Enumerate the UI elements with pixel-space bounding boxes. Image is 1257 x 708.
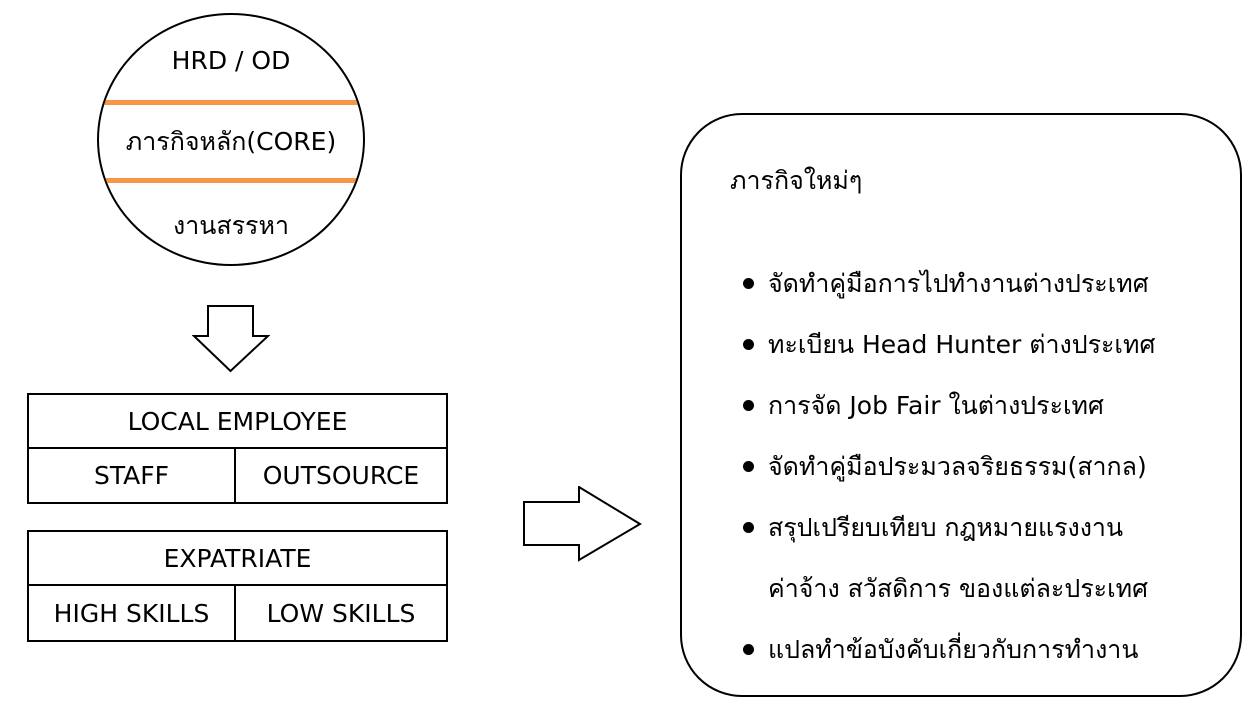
mission-item: สรุปเปรียบเทียบ กฎหมายแรงงานค่าจ้าง สวัส…: [740, 497, 1155, 619]
mission-item: จัดทำคู่มือการไปทำงานต่างประเทศ: [740, 253, 1155, 314]
hrd-od-circle: HRD / OD ภารกิจหลัก(CORE) งานสรรหา: [97, 13, 365, 266]
local-employee-header: LOCAL EMPLOYEE: [29, 395, 446, 449]
orange-divider-top: [99, 100, 363, 105]
circle-top-label: HRD / OD: [171, 46, 291, 75]
right-arrow-icon: [523, 486, 642, 562]
orange-divider-bottom: [99, 178, 363, 183]
mission-item-text: จัดทำคู่มือการไปทำงานต่างประเทศ: [768, 269, 1149, 298]
mission-item-text: การจัด Job Fair ในต่างประเทศ: [768, 391, 1104, 420]
bullet-icon: [743, 400, 754, 411]
mission-item: แปลทำข้อบังคับเกี่ยวกับการทำงาน: [740, 619, 1155, 680]
mission-item-continuation: ค่าจ้าง สวัสดิการ ของแต่ละประเทศ: [768, 574, 1148, 603]
bullet-icon: [743, 644, 754, 655]
bullet-icon: [743, 339, 754, 350]
expatriate-table: EXPATRIATE HIGH SKILLS LOW SKILLS: [27, 530, 448, 642]
outsource-cell: OUTSOURCE: [262, 461, 420, 490]
bullet-icon: [743, 278, 754, 289]
expatriate-header: EXPATRIATE: [29, 532, 446, 586]
local-employee-table: LOCAL EMPLOYEE STAFF OUTSOURCE: [27, 393, 448, 504]
mission-item: จัดทำคู่มือประมวลจริยธรรม(สากล): [740, 436, 1155, 497]
bullet-icon: [743, 522, 754, 533]
high-skills-cell: HIGH SKILLS: [29, 586, 236, 640]
down-arrow-icon: [192, 305, 270, 373]
mission-item-text: จัดทำคู่มือประมวลจริยธรรม(สากล): [768, 452, 1147, 481]
panel-title: ภารกิจใหม่ๆ: [730, 166, 863, 195]
mission-item-text: แปลทำข้อบังคับเกี่ยวกับการทำงาน: [768, 635, 1139, 664]
mission-item-text: สรุปเปรียบเทียบ กฎหมายแรงงาน: [768, 513, 1124, 542]
mission-item-text: ทะเบียน Head Hunter ต่างประเทศ: [768, 330, 1156, 359]
low-skills-cell: LOW SKILLS: [266, 598, 416, 628]
mission-item: ทะเบียน Head Hunter ต่างประเทศ: [740, 314, 1155, 375]
mission-item: การจัด Job Fair ในต่างประเทศ: [740, 375, 1155, 436]
circle-middle-label: ภารกิจหลัก(CORE): [125, 127, 337, 156]
new-missions-panel: ภารกิจใหม่ๆ จัดทำคู่มือการไปทำงานต่างประ…: [680, 113, 1242, 697]
staff-cell: STAFF: [29, 449, 236, 502]
mission-list: จัดทำคู่มือการไปทำงานต่างประเทศทะเบียน H…: [740, 253, 1155, 680]
circle-bottom-label: งานสรรหา: [173, 211, 289, 240]
bullet-icon: [743, 461, 754, 472]
